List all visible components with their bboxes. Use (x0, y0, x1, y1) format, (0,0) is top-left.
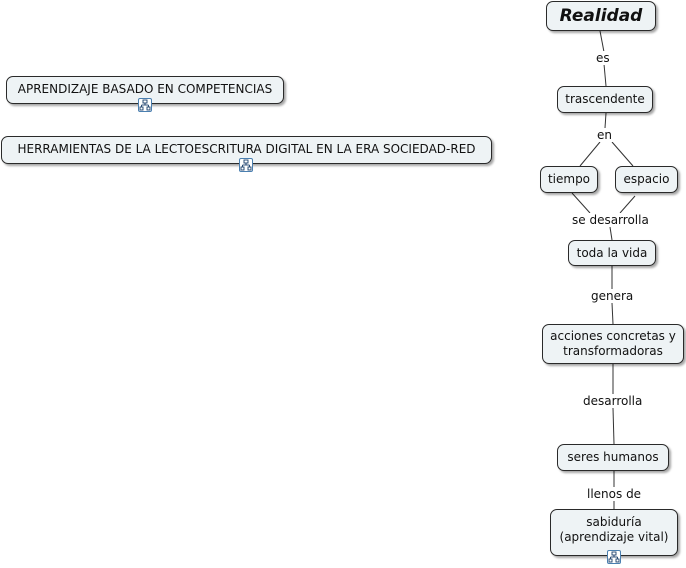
concept-sabiduria[interactable]: sabiduría (aprendizaje vital) (550, 509, 678, 556)
concept-espacio-label: espacio (623, 172, 670, 186)
concept-map-link-icon[interactable] (138, 98, 152, 112)
concept-aprendizaje-competencias[interactable]: APRENDIZAJE BASADO EN COMPETENCIAS (6, 76, 284, 104)
line-en-tiempo (579, 141, 601, 167)
concept-tiempo-label: tiempo (547, 172, 591, 186)
linking-phrase-se-desarrolla: se desarrolla (570, 213, 651, 227)
concept-trascendente[interactable]: trascendente (557, 86, 653, 113)
concept-tiempo[interactable]: tiempo (540, 166, 598, 193)
concept-toda-la-vida[interactable]: toda la vida (568, 240, 656, 266)
concept-map-link-icon[interactable] (239, 158, 253, 172)
concept-acciones[interactable]: acciones concretas y transformadoras (542, 324, 684, 364)
concept-espacio[interactable]: espacio (615, 166, 678, 193)
concept-map-link-icon[interactable] (607, 550, 621, 564)
line-sedesarrolla-todalavida (609, 226, 613, 241)
concept-realidad[interactable]: Realidad (546, 1, 656, 31)
concept-trascendente-label: trascendente (565, 92, 645, 106)
concept-realidad-label: Realidad (559, 5, 643, 26)
linking-phrase-es: es (594, 51, 612, 65)
concept-toda-la-vida-label: toda la vida (576, 245, 648, 260)
line-trascendente-en (604, 112, 607, 129)
line-genera-acciones (611, 302, 614, 325)
linking-phrase-llenos-de: llenos de (585, 487, 644, 501)
line-desarrolla-seres (612, 407, 615, 445)
concept-acciones-label: acciones concretas y transformadoras (550, 329, 676, 358)
hierarchy-icon (139, 99, 151, 111)
hierarchy-icon (240, 159, 252, 171)
line-espacio-sedesarrolla (619, 195, 636, 214)
line-en-espacio (611, 141, 634, 167)
line-tiempo-sedesarrolla (571, 192, 591, 214)
linking-phrase-en: en (595, 128, 614, 142)
line-es-trascendente (603, 63, 607, 87)
concept-seres-humanos[interactable]: seres humanos (557, 444, 669, 471)
line-realidad-es (599, 30, 605, 53)
linking-phrase-genera: genera (589, 289, 636, 303)
concept-seres-humanos-label: seres humanos (567, 450, 659, 464)
hierarchy-icon (608, 551, 620, 563)
concept-aprendizaje-competencias-label: APRENDIZAJE BASADO EN COMPETENCIAS (17, 81, 273, 96)
linking-phrase-desarrolla: desarrolla (581, 394, 645, 408)
concept-herramientas-label: HERRAMIENTAS DE LA LECTOESCRITURA DIGITA… (17, 141, 476, 156)
concept-sabiduria-label: sabiduría (aprendizaje vital) (559, 514, 669, 544)
